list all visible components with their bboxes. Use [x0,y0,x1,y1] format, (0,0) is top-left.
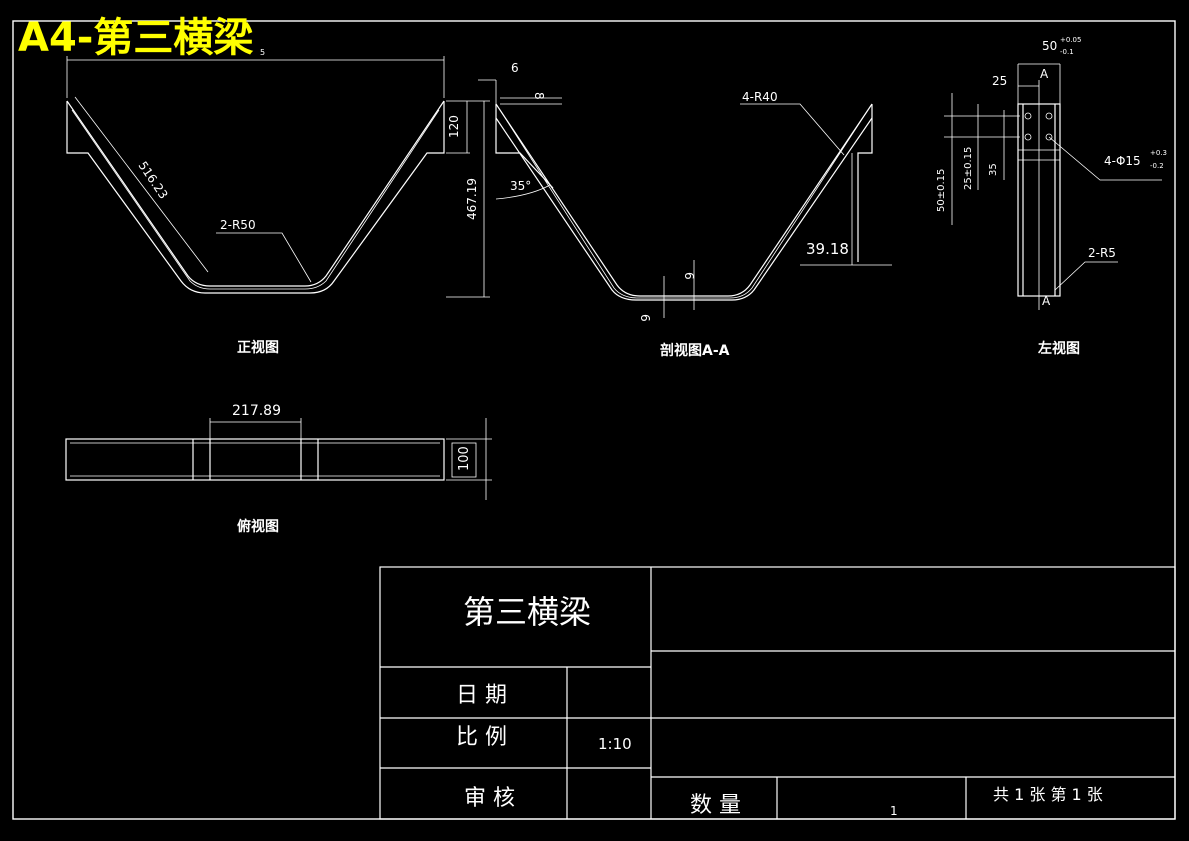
front-radius-dim: 2-R50 [220,218,256,232]
top-view: 217.89 100 俯视图 [65,403,492,535]
left-hole-spec: 4-Φ15 [1104,154,1141,168]
front-view-label: 正视图 [237,339,279,356]
section-view-label: 剖视图A-A [660,342,730,359]
section-angle-dim: 35° [510,179,531,193]
title-block: 第三横梁 日 期 比 例 1:10 审 核 数 量 1 共 1 张 第 1 张 [379,566,1176,820]
left-section-mark-bottom: A [1042,294,1051,308]
front-top-height-dim: 120 [447,115,461,138]
top-view-label: 俯视图 [237,518,279,535]
left-hole-tol-lower: -0.2 [1150,162,1164,170]
title-sheet-info: 共 1 张 第 1 张 [993,785,1103,804]
section-thickness-dim: 6 [511,61,519,75]
title-scale-value: 1:10 [598,735,632,753]
front-length-dim: 516.23 [136,159,171,202]
title-quantity-label: 数 量 [690,793,741,818]
top-span-dim: 217.89 [232,403,281,419]
left-radius-dim: 2-R5 [1088,246,1116,260]
title-date-label: 日 期 [456,683,507,708]
title-quantity-value: 1 [890,804,898,818]
drawing-banner-title: A4-第三横梁 [18,15,254,61]
left-top-tol-lower: -0.1 [1060,48,1074,56]
title-part-name: 第三横梁 [463,593,591,631]
top-width-dim: 100 [457,446,472,471]
left-dim-v2: 25±0.15 [963,147,974,190]
left-top-tol-upper: +0.05 [1060,36,1081,44]
section-bottom-t1: 6 [682,272,696,280]
left-view-label: 左视图 [1037,340,1080,357]
left-view: 50 +0.05 -0.1 25 A A 50±0.15 25±0.15 35 … [936,36,1167,357]
section-view: 6 8 35° 4-R40 39.18 6 6 剖视图A-A [478,61,892,359]
section-width-dim: 8 [532,92,546,100]
section-bottom-t2: 6 [638,314,652,322]
section-radius-dim: 4-R40 [742,90,778,104]
left-dim-v3: 35 [988,163,999,176]
title-scale-label: 比 例 [456,725,507,750]
front-view: 5 516.23 2-R50 120 467.19 正视图 [66,48,490,356]
left-section-mark-top: A [1040,67,1049,81]
left-width-25: 25 [992,74,1007,88]
left-dim-v1: 50±0.15 [936,169,947,212]
left-hole-tol-upper: +0.3 [1150,149,1167,157]
front-top-tick: 5 [260,48,265,57]
front-height-dim: 467.19 [465,178,479,220]
left-top-width: 50 [1042,39,1057,53]
drawing-border [12,20,1176,820]
section-offset-dim: 39.18 [806,240,849,258]
title-review-label: 审 核 [464,786,515,811]
